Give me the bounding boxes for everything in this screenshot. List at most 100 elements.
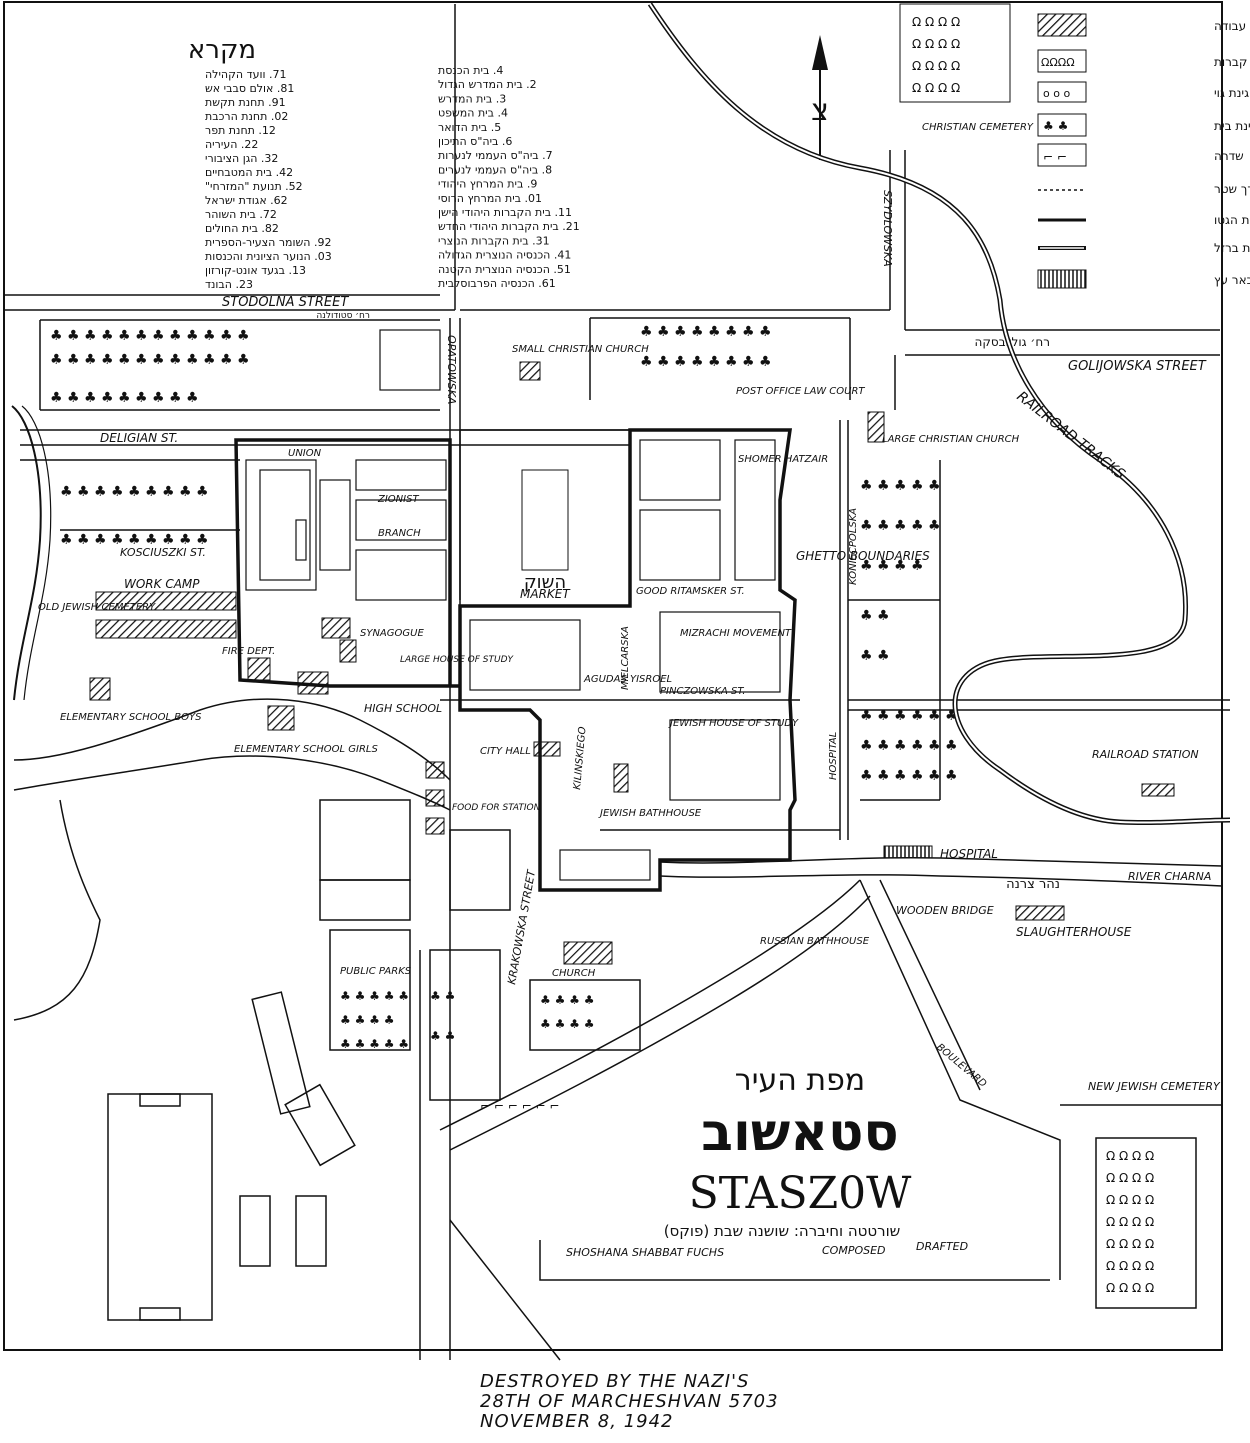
label-elem-boys: ELEMENTARY SCHOOL BOYS <box>60 712 202 723</box>
river-left <box>11 405 42 701</box>
key-item: 3. בית המדרש <box>438 92 506 105</box>
svg-text:♣ ♣ ♣ ♣ ♣: ♣ ♣ ♣ ♣ ♣ <box>340 989 409 1003</box>
label-wooden-bridge: WOODEN BRIDGE <box>896 904 994 917</box>
label-large-church: LARGE CHRISTIAN CHURCH <box>882 434 1020 445</box>
title-credit-en: SHOSHANA SHABBAT FUCHS <box>566 1246 724 1259</box>
label-agudas: AGUDAS YISROEL <box>583 674 672 685</box>
svg-text:♣ ♣ ♣ ♣: ♣ ♣ ♣ ♣ <box>540 1017 594 1031</box>
legend-label: גינת בית <box>1214 119 1250 133</box>
title-latin: STASZ0W <box>689 1168 913 1219</box>
title-credit-heb: שורטטה וחיברה: שושנה שבת (פוקס) <box>664 1222 901 1240</box>
label-branch: BRANCH <box>378 528 421 539</box>
market-square: השוק MARKET <box>459 429 631 607</box>
label-new-cemetery: NEW JEWISH CEMETERY <box>1088 1080 1221 1093</box>
legend-swatch-hatch <box>1037 13 1087 37</box>
label-shomer: SHOMER HATZAIR <box>738 454 828 465</box>
svg-text:Ω Ω Ω Ω: Ω Ω Ω Ω <box>912 81 960 95</box>
label-small-church: SMALL CHRISTIAN CHURCH <box>512 344 649 355</box>
street-koniecpolska: KONIECPOLSKA <box>848 508 859 585</box>
svg-text:Ω Ω Ω Ω: Ω Ω Ω Ω <box>1106 1149 1154 1163</box>
map-title-block: מפת העיר סטאשוב STASZ0W שורטטה וחיברה: ש… <box>566 1063 968 1259</box>
street-szydlowska: SZYDLOWSKA <box>881 190 894 267</box>
hatched-buildings <box>89 361 1175 965</box>
label-fire-dept: FIRE DEPT. <box>222 646 275 657</box>
key-item: 6. ביה"ס התיכון <box>438 135 512 148</box>
label-large-house: LARGE HOUSE OF STUDY <box>400 655 514 665</box>
legend-label: גבולות הגטו <box>1214 213 1250 227</box>
key-item: 18. אולם סבבי אש <box>205 82 294 95</box>
svg-text:ΩΩΩΩ: ΩΩΩΩ <box>1041 56 1075 69</box>
key-item: 10. בית המרחץ הרוסי <box>438 192 542 205</box>
label-railroad-station: RAILROAD STATION <box>1092 748 1199 761</box>
label-city-hall: CITY HALL <box>480 746 531 757</box>
key-item: 4. בית המשפט <box>438 107 508 120</box>
legend-label: גינת גוי <box>1214 86 1249 100</box>
christian-cemetery: Ω Ω Ω Ω Ω Ω Ω Ω Ω Ω Ω Ω Ω Ω Ω Ω CHRISTIA… <box>899 3 1034 133</box>
market-heb-label: השוק <box>524 572 566 593</box>
label-old-cemetery: OLD JEWISH CEMETERY <box>38 602 156 613</box>
ghetto-blocks <box>245 329 781 881</box>
key-item: 27. בית השוהר <box>205 208 277 221</box>
label-elem-girls: ELEMENTARY SCHOOL GIRLS <box>234 744 378 755</box>
key-item: 25. תנועת "המזרחי" <box>205 180 303 193</box>
key-item: 26. אגודת ישראל <box>205 194 288 207</box>
label-jewish-house: JEWISH HOUSE OF STUDY <box>668 718 799 729</box>
street-kosciuszki: KOSCIUSZKI ST. <box>120 546 206 559</box>
svg-text:Ω Ω Ω Ω: Ω Ω Ω Ω <box>1106 1259 1154 1273</box>
label-river-heb: נהר צרנה <box>1006 877 1060 892</box>
svg-text:♣ ♣ ♣ ♣ ♣ ♣ ♣ ♣ ♣: ♣ ♣ ♣ ♣ ♣ ♣ ♣ ♣ ♣ <box>60 532 209 548</box>
key-item: 20. תחנת הרכבת <box>205 110 288 123</box>
svg-text:Ω Ω Ω Ω: Ω Ω Ω Ω <box>912 15 960 29</box>
legend-swatch-trees <box>1037 113 1087 137</box>
svg-text:o o o: o o o <box>1043 87 1070 100</box>
legend-label: מחנה עבודה <box>1214 19 1250 33</box>
svg-text:Ω Ω Ω Ω: Ω Ω Ω Ω <box>912 59 960 73</box>
key-item: 11. בית הקברות היהודי הישן <box>438 206 572 219</box>
street-stodolna-heb: רח׳ סטודולנה <box>316 311 370 321</box>
label-zionist: ZIONIST <box>377 494 419 505</box>
svg-text:♣ ♣ ♣ ♣ ♣: ♣ ♣ ♣ ♣ ♣ <box>860 478 941 494</box>
park-trees: ♣ ♣ ♣ ♣ ♣ ♣ ♣ ♣ ♣ ♣ ♣ ♣ ♣ ♣ ♣ ♣ ♣ ♣ ♣ ♣ … <box>340 989 594 1113</box>
label-work-camp: WORK CAMP <box>124 577 200 591</box>
svg-text:♣ ♣ ♣ ♣ ♣ ♣: ♣ ♣ ♣ ♣ ♣ ♣ <box>860 708 958 724</box>
svg-text:♣ ♣: ♣ ♣ <box>1043 119 1068 133</box>
title-heb-sub: מפת העיר <box>735 1063 865 1098</box>
north-arrow: צ <box>811 35 829 160</box>
svg-text:♣ ♣: ♣ ♣ <box>860 608 890 624</box>
label-union: UNION <box>288 448 322 459</box>
key-item: 9. בית המרחץ היהודי <box>438 178 537 191</box>
key-item: 19. תחנת תקשת <box>205 96 286 109</box>
key-item: 23. הגן הציבורי <box>205 152 278 165</box>
key-item: 2. בית המדרש הגדול <box>438 78 537 91</box>
svg-text:Ω Ω Ω Ω: Ω Ω Ω Ω <box>1106 1281 1154 1295</box>
svg-text:⌐ ⌐ ⌐ ⌐ ⌐ ⌐: ⌐ ⌐ ⌐ ⌐ ⌐ ⌐ <box>480 1099 559 1113</box>
legend-swatch-vbars <box>1037 269 1087 289</box>
svg-text:♣ ♣ ♣ ♣: ♣ ♣ ♣ ♣ <box>340 1013 394 1027</box>
svg-text:Ω Ω Ω Ω: Ω Ω Ω Ω <box>1106 1171 1154 1185</box>
north-label: צ <box>811 93 829 128</box>
label-post-office: POST OFFICE <box>736 386 802 397</box>
key-item: 28. בית החולים <box>205 222 279 235</box>
christian-cemetery-label: CHRISTIAN CEMETERY <box>922 122 1034 133</box>
svg-text:♣ ♣ ♣ ♣ ♣: ♣ ♣ ♣ ♣ ♣ <box>860 518 941 534</box>
label-law-court: LAW COURT <box>804 386 865 397</box>
legend-label: באר עץ <box>1214 273 1250 287</box>
ghetto-boundary <box>234 428 797 892</box>
key-item: 16. הכנסיה הפרבוסלבית <box>438 277 556 290</box>
key-item: 14. הכנסיה הנוצרית הגדולה <box>438 249 571 262</box>
playing-field <box>107 799 641 1321</box>
legend-label: בית קברות <box>1214 55 1250 69</box>
svg-text:Ω Ω Ω Ω: Ω Ω Ω Ω <box>1106 1215 1154 1229</box>
legend-label: מעבר דרך שטר <box>1214 182 1250 196</box>
street-hospital: HOSPITAL <box>828 732 839 780</box>
map-frame <box>3 1 1223 1351</box>
street-opatowska: OPATOWSKA <box>445 335 458 404</box>
street-golijowska: GOLIJOWSKA STREET <box>1068 359 1207 374</box>
key-item: 31. בגעד אונט-קורזון <box>205 264 306 277</box>
street-zeglinska: DELIGIAN ST. <box>100 431 178 445</box>
note-line-1: DESTROYED BY THE NAZI'S <box>480 1371 750 1392</box>
legend-label: שדרה <box>1214 149 1244 163</box>
garden-houses-top-left: ♣ ♣ ♣ ♣ ♣ ♣ ♣ ♣ ♣ ♣ ♣ ♣ ♣ ♣ ♣ ♣ ♣ ♣ ♣ ♣ … <box>50 324 958 784</box>
key-item: 7. ביה"ס העממי לנערות <box>438 149 553 162</box>
